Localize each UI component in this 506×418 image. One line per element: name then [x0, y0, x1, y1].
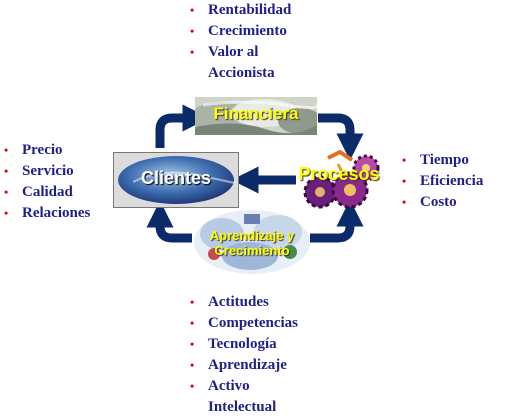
list-item: •Servicio: [4, 163, 74, 179]
list-item: •Costo: [402, 194, 457, 210]
list-item: •Competencias: [190, 315, 298, 331]
list-item: •Aprendizaje: [190, 357, 287, 373]
arrow-aprendizaje-to-procesos: [310, 199, 364, 243]
list-item: •Relaciones: [4, 205, 91, 221]
financiera-list: •Rentabilidad •Crecimiento •Valor al Acc…: [186, 0, 291, 84]
list-item: •Activo Intelectual: [190, 378, 277, 415]
list-item: •Rentabilidad: [190, 2, 292, 18]
list-item: •Valor al Accionista: [190, 44, 275, 81]
clientes-list: •Precio •Servicio •Calidad •Relaciones: [0, 140, 90, 224]
list-item: •Calidad: [4, 184, 73, 200]
list-item: •Tiempo: [402, 152, 469, 168]
procesos-gears-image: [303, 149, 380, 209]
arrow-financiera-to-procesos: [318, 113, 364, 161]
list-item: •Precio: [4, 142, 63, 158]
list-item: •Tecnología: [190, 336, 277, 352]
arrow-aprendizaje-to-clientes: [146, 200, 192, 243]
aprendizaje-list: •Actitudes •Competencias •Tecnología •Ap…: [186, 292, 298, 418]
clientes-oval-image: [113, 152, 239, 208]
financiera-money-image: [195, 97, 317, 135]
list-item: •Eficiencia: [402, 173, 484, 189]
aprendizaje-collage-image: [194, 210, 310, 274]
procesos-list: •Tiempo •Eficiencia •Costo: [398, 150, 483, 213]
arrow-clientes-to-financiera: [155, 104, 210, 148]
list-item: •Actitudes: [190, 294, 269, 310]
list-item: •Crecimiento: [190, 23, 287, 39]
